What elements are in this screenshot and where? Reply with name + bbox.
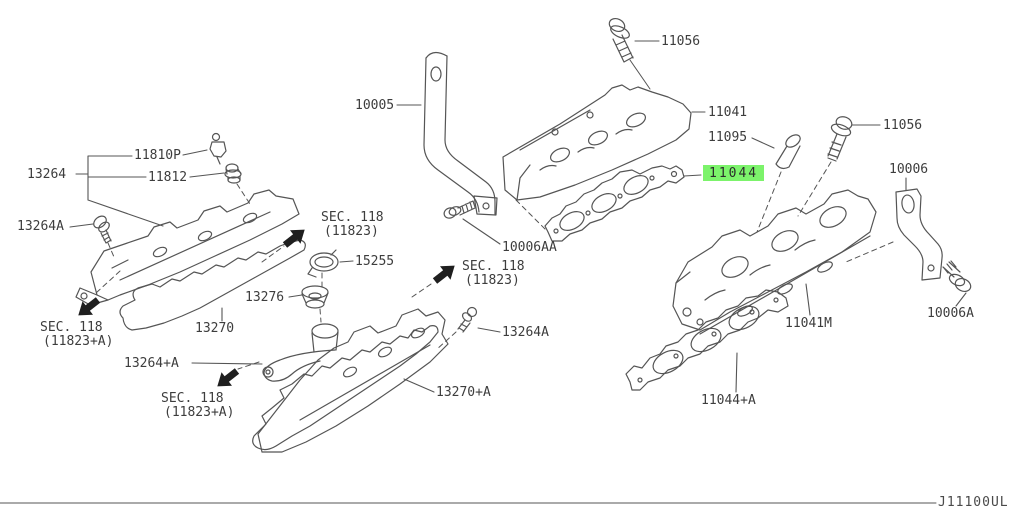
cylinder-head-front-art — [502, 84, 692, 201]
sec-ref-left-line2: (11823+A) — [43, 334, 114, 349]
sec-arrow-left-icon — [78, 297, 101, 316]
sec-ref-left: SEC. 118 (11823+A) — [40, 321, 113, 348]
part-label-11056-front[interactable]: 11056 — [661, 34, 701, 49]
rocker-cover-gasket-13270a-art — [252, 325, 439, 451]
sec-arrow-right-icon — [432, 265, 455, 284]
sec-ref-lower-line2: (11823+A) — [164, 405, 235, 420]
part-label-13276[interactable]: 13276 — [245, 290, 285, 305]
sec-ref-right: SEC. 118 (11823) — [462, 260, 525, 287]
head-gasket-11044-art — [544, 165, 685, 242]
rocker-cover-rear-art — [257, 308, 449, 453]
leader-lines — [0, 40, 967, 504]
part-label-11041[interactable]: 11041 — [708, 105, 748, 120]
part-label-11810p[interactable]: 11810P — [134, 148, 181, 163]
bolt-13264a-front-art — [93, 215, 112, 244]
oil-filler-cap-art — [307, 249, 339, 278]
sec-ref-left-line1: SEC. 118 — [40, 320, 103, 335]
sec-ref-upper-line2: (11823) — [324, 224, 379, 239]
bolt-10006a-art — [942, 260, 972, 293]
sec-ref-lower: SEC. 118 (11823+A) — [161, 392, 234, 419]
part-label-10005[interactable]: 10005 — [355, 98, 395, 113]
cylinder-head-rear-art — [672, 189, 877, 335]
part-label-15255[interactable]: 15255 — [355, 254, 395, 269]
bolt-10006aa-art — [443, 200, 476, 219]
rocker-cover-gasket-13270-art — [119, 239, 306, 331]
grommet-11812-art — [224, 163, 242, 184]
sensor-11810p-art — [209, 132, 227, 165]
sec-ref-upper-line1: SEC. 118 — [321, 210, 384, 225]
bolt-13264a-rear-art — [457, 306, 478, 333]
cap-gasket-13276-art — [301, 285, 329, 309]
part-label-13264[interactable]: 13264 — [27, 167, 67, 182]
part-label-10006[interactable]: 10006 — [889, 162, 929, 177]
dashed-lines — [95, 161, 894, 370]
part-label-11041m[interactable]: 11041M — [785, 316, 832, 331]
part-label-11044-plus-a[interactable]: 11044+A — [701, 393, 756, 408]
part-label-13264-plus-a[interactable]: 13264+A — [124, 356, 179, 371]
part-label-10006a[interactable]: 10006A — [927, 306, 974, 321]
part-label-11812[interactable]: 11812 — [148, 170, 188, 185]
sec-arrow-lower-icon — [217, 368, 240, 387]
sec-ref-right-line2: (11823) — [465, 273, 520, 288]
head-gasket-11044a-art — [625, 289, 789, 391]
part-label-11044-highlighted[interactable]: 11044 — [703, 165, 765, 181]
engine-slinger-10006-art — [895, 188, 943, 281]
part-label-13264a-rear[interactable]: 13264A — [502, 325, 549, 340]
part-label-13270-plus-a[interactable]: 13270+A — [436, 385, 491, 400]
sec-ref-upper: SEC. 118 (11823) — [321, 211, 384, 238]
sec-ref-right-line1: SEC. 118 — [462, 259, 525, 274]
part-label-11056-rear[interactable]: 11056 — [883, 118, 923, 133]
rocker-cover-front-art — [75, 189, 300, 306]
part-label-13264a-front[interactable]: 13264A — [17, 219, 64, 234]
bolt-11056-rear-art — [827, 116, 853, 162]
part-label-10006aa[interactable]: 10006AA — [502, 240, 557, 255]
sec-arrow-upper-icon — [282, 229, 305, 248]
part-label-11095[interactable]: 11095 — [708, 130, 748, 145]
sec-ref-lower-line1: SEC. 118 — [161, 391, 224, 406]
engine-slinger-10005-art — [423, 51, 498, 216]
diagram-code: J11100UL — [938, 495, 1009, 510]
part-label-13270[interactable]: 13270 — [195, 321, 235, 336]
bolt-11056-front-art — [608, 17, 651, 90]
dowel-11095-art — [775, 134, 801, 170]
